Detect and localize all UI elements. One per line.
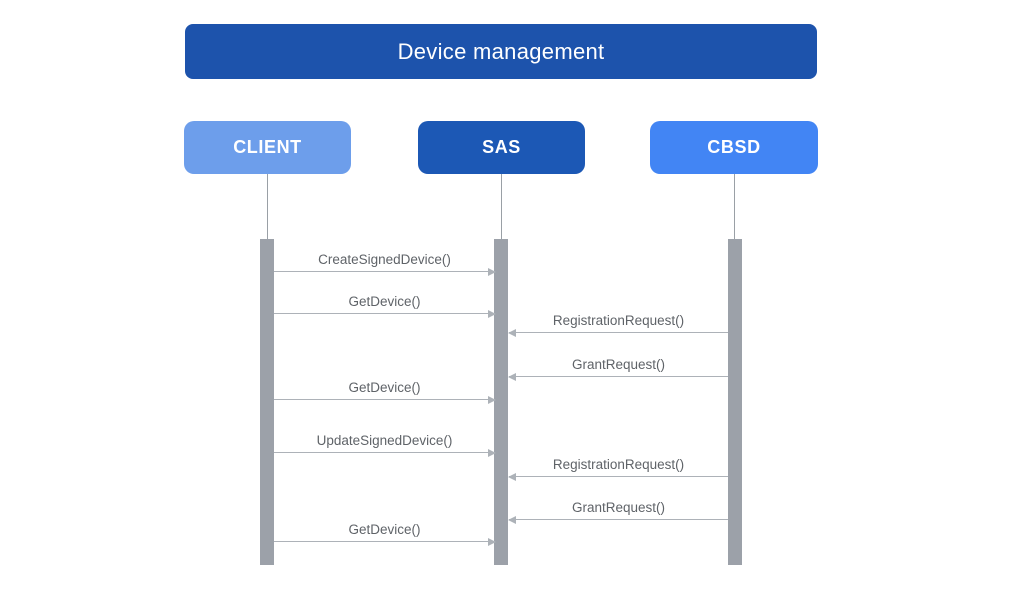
message-label: GetDevice() [348,294,421,309]
message-label: CreateSignedDevice() [318,252,451,267]
arrowhead-right-icon [488,310,496,318]
message-create-signed-device: CreateSignedDevice() [274,248,496,276]
arrowhead-left-icon [508,516,516,524]
message-registration-request-2: RegistrationRequest() [508,453,728,481]
message-label: GetDevice() [348,522,421,537]
diagram-title: Device management [397,38,605,64]
message-label: GrantRequest() [571,357,666,372]
message-label: GetDevice() [348,380,421,395]
arrow-line [274,399,495,400]
actor-sas-label: SAS [482,137,521,157]
actor-box-sas: SAS [418,121,585,174]
activation-bar-cbsd [728,239,742,565]
lifeline-cbsd [734,174,735,239]
message-grant-request-1: GrantRequest() [508,353,728,381]
lifeline-client [267,174,268,239]
message-update-signed-device: UpdateSignedDevice() [274,429,496,457]
message-label: GrantRequest() [571,500,666,515]
arrowhead-right-icon [488,268,496,276]
arrow-line [274,452,495,453]
arrow-line [509,376,728,377]
actor-box-cbsd: CBSD [650,121,818,174]
arrowhead-left-icon [508,473,516,481]
lifeline-sas [501,174,502,239]
message-get-device-3: GetDevice() [274,518,496,546]
message-label: RegistrationRequest() [552,457,685,472]
actor-cbsd-label: CBSD [707,137,761,157]
arrow-line [274,541,495,542]
actor-client-label: CLIENT [233,137,302,157]
message-label: RegistrationRequest() [552,313,685,328]
actor-box-client: CLIENT [184,121,351,174]
message-get-device-2: GetDevice() [274,376,496,404]
arrow-line [509,519,728,520]
arrow-line [509,476,728,477]
activation-bar-client [260,239,274,565]
diagram-title-banner: Device management [185,24,817,79]
activation-bar-sas [494,239,508,565]
arrow-line [274,271,495,272]
arrowhead-left-icon [508,329,516,337]
message-get-device-1: GetDevice() [274,290,496,318]
message-label: UpdateSignedDevice() [316,433,453,448]
arrow-line [274,313,495,314]
arrowhead-left-icon [508,373,516,381]
arrow-line [509,332,728,333]
arrowhead-right-icon [488,538,496,546]
message-registration-request-1: RegistrationRequest() [508,309,728,337]
arrowhead-right-icon [488,396,496,404]
message-grant-request-2: GrantRequest() [508,496,728,524]
arrowhead-right-icon [488,449,496,457]
